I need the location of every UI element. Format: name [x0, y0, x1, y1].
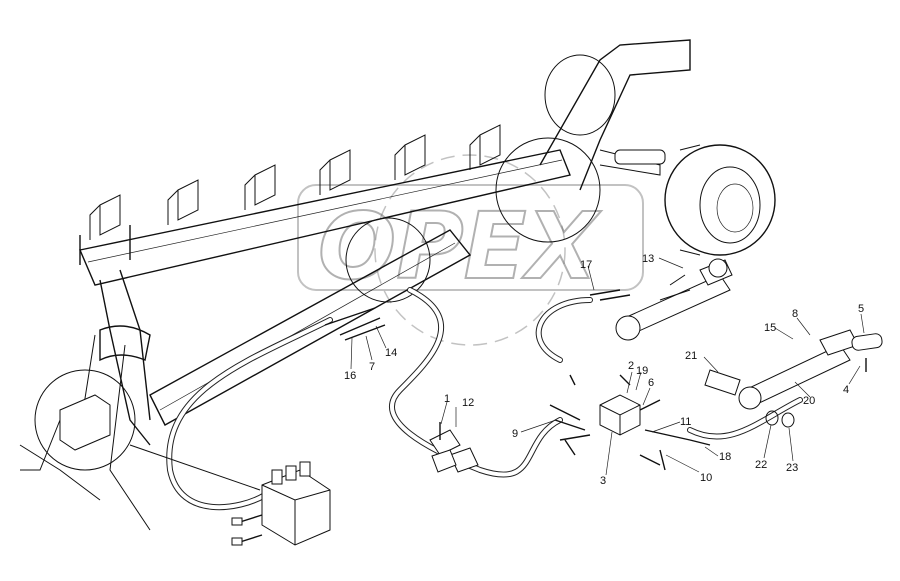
watermark-text: OPEX: [318, 193, 601, 300]
callout-20: 20: [803, 395, 815, 407]
hydraulic-hoses: [166, 287, 803, 511]
callout-4: 4: [843, 384, 849, 396]
callout-12: 12: [462, 397, 474, 409]
valve-inset: [59, 394, 261, 491]
callout-15: 15: [764, 322, 776, 334]
callout-22: 22: [755, 459, 767, 471]
fitting-17: [589, 289, 631, 301]
callout-labels: 1 2 3 4 5 6 7 8 9 10 11 12 13 14 15 16 1…: [344, 253, 864, 487]
callout-7: 7: [369, 361, 375, 373]
clamp-12: [431, 447, 479, 473]
callout-10: 10: [700, 472, 712, 484]
control-valve-block: [231, 461, 331, 546]
callout-6: 6: [648, 377, 654, 389]
callout-18: 18: [719, 451, 731, 463]
leader-lines: [350, 257, 865, 476]
callout-2: 2: [628, 360, 634, 372]
callout-17: 17: [580, 259, 592, 271]
callout-9: 9: [512, 428, 518, 440]
fittings-group: [549, 374, 711, 471]
distribution-block: [599, 394, 641, 436]
callout-19: 19: [636, 365, 648, 377]
seal-23: [781, 412, 795, 428]
hydraulic-cylinder-13: [615, 258, 733, 341]
callout-5: 5: [858, 303, 864, 315]
seal-22: [765, 410, 779, 426]
plough-frame: [19, 149, 571, 531]
callout-23: 23: [786, 462, 798, 474]
callout-21: 21: [685, 350, 697, 362]
callout-13: 13: [642, 253, 654, 265]
plough-body-brackets: [89, 124, 501, 240]
watermark-logo: OPEX: [297, 154, 644, 346]
callout-8: 8: [792, 308, 798, 320]
detail-circles: [34, 137, 601, 471]
callout-3: 3: [600, 475, 606, 487]
hydraulic-cylinder-20: [704, 329, 859, 410]
callout-1: 1: [444, 393, 450, 405]
pin-5: [851, 333, 883, 351]
callout-11: 11: [680, 416, 691, 428]
callout-14: 14: [385, 347, 397, 359]
clamp-1: [429, 422, 461, 456]
callout-16: 16: [344, 370, 356, 382]
land-wheel: [544, 54, 776, 256]
hose-end-fittings: [324, 307, 386, 341]
wheel-arm: [539, 39, 691, 191]
